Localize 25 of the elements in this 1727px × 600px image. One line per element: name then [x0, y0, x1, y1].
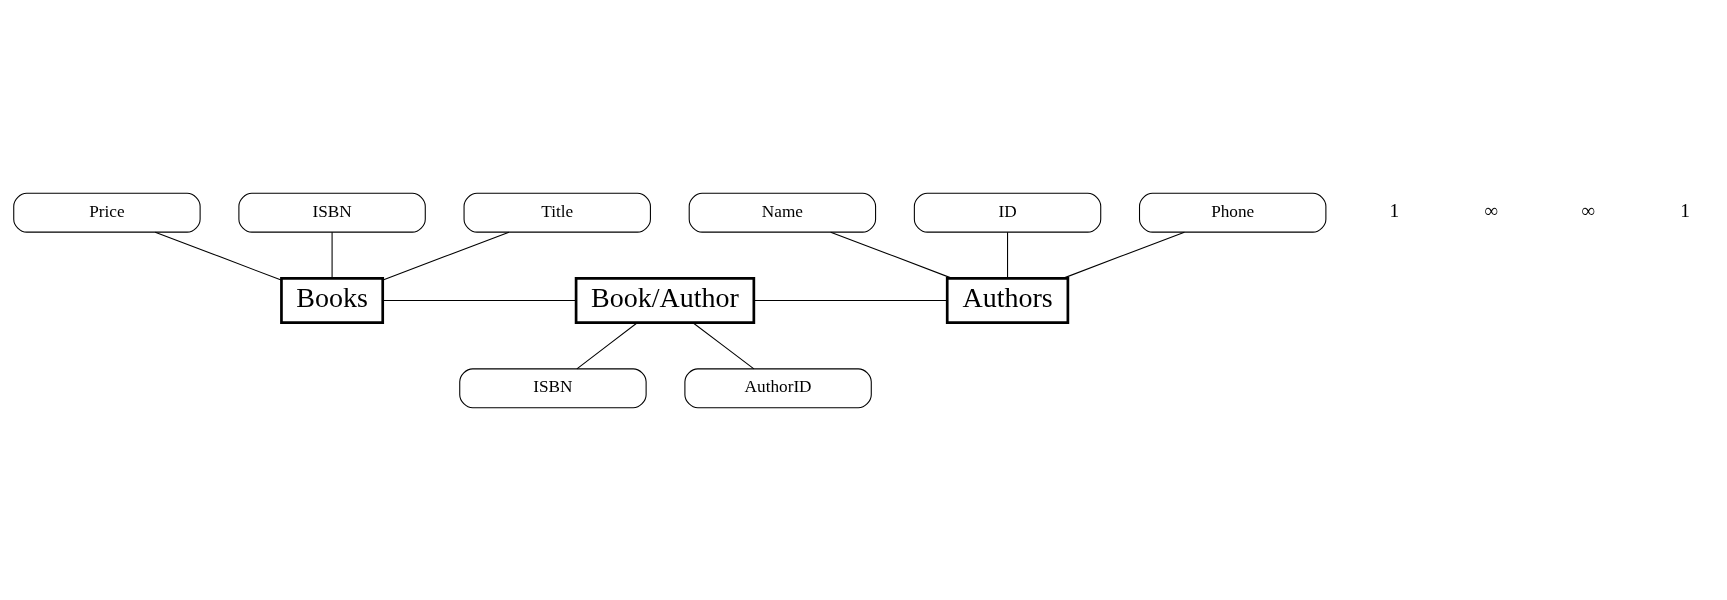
connector: [1061, 231, 1185, 279]
connector: [1006, 231, 1008, 279]
node-box: Book/Author: [574, 276, 755, 324]
node-box: ISBN: [237, 192, 426, 233]
node-box: Phone: [1138, 192, 1326, 233]
connector: [691, 321, 754, 369]
node-box: Title: [463, 192, 651, 233]
label: ∞: [1580, 199, 1595, 221]
node-box: Books: [279, 276, 384, 324]
connector: [154, 231, 282, 281]
node-box: Name: [688, 192, 876, 233]
connector: [829, 231, 953, 279]
node-box: Authors: [945, 276, 1069, 324]
node-box: AuthorID: [683, 367, 872, 408]
label: 1: [1679, 199, 1690, 221]
label: ∞: [1483, 199, 1498, 221]
connector: [575, 321, 638, 369]
connector: [382, 231, 509, 281]
node-box: ID: [913, 192, 1101, 233]
connector: [381, 299, 576, 301]
connector: [331, 231, 333, 279]
node-box: ISBN: [458, 367, 647, 408]
node-box: Price: [12, 192, 201, 233]
label: 1: [1388, 199, 1399, 221]
connector: [752, 299, 948, 301]
